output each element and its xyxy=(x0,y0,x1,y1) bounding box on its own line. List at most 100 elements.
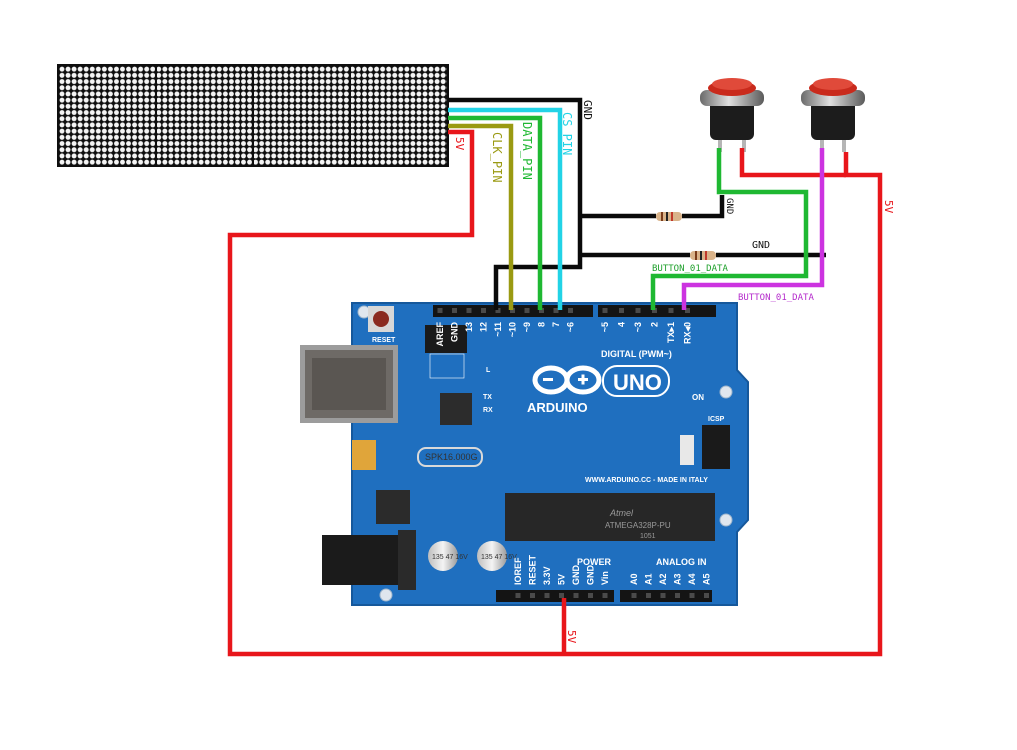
header-pin-hole xyxy=(437,308,443,313)
reset-label: RESET xyxy=(372,337,396,344)
push-button-2 xyxy=(801,78,865,152)
brand-label: ARDUINO xyxy=(527,400,588,415)
wire-5v-button1 xyxy=(739,148,846,178)
svg-text:135 47 16V: 135 47 16V xyxy=(481,554,517,561)
l-led-label: L xyxy=(486,367,491,374)
digital-header xyxy=(433,305,716,317)
label-5v-right: 5V xyxy=(882,200,895,214)
pin-label: Vin xyxy=(600,571,610,585)
pin-label: IOREF xyxy=(513,557,523,585)
capacitor-1: 135 47 16V xyxy=(428,541,468,571)
header-pin-hole xyxy=(515,593,521,598)
analog-header-label: ANALOG IN xyxy=(656,557,707,567)
atmega-chip: Atmel ATMEGA328P-PU 1051 xyxy=(505,493,715,541)
digital-header-label: DIGITAL (PWM~) xyxy=(601,349,672,359)
header-pin-hole xyxy=(452,308,457,313)
pin-label: A2 xyxy=(658,573,668,585)
usb-mcu-chip xyxy=(440,393,472,425)
icsp-label: ICSP xyxy=(708,416,725,423)
pin-label: A0 xyxy=(629,573,639,585)
svg-text:135 47 16V: 135 47 16V xyxy=(432,554,468,561)
label-button1-data: BUTTON_01_DATA xyxy=(652,264,728,274)
pin-label: 4 xyxy=(617,322,627,327)
pin-label: 13 xyxy=(464,322,474,332)
wire-button2-data xyxy=(681,148,825,310)
pin-label: A3 xyxy=(673,573,683,585)
crystal xyxy=(417,447,483,467)
pin-label: GND xyxy=(586,565,596,586)
svg-text:ATMEGA328P-PU: ATMEGA328P-PU xyxy=(605,521,671,530)
mount-hole xyxy=(719,385,733,399)
header-pin-hole xyxy=(559,593,564,598)
header-pin-hole xyxy=(481,308,486,313)
arduino-uno-board: RESET SPK16.000G 135 47 16V 135 47 16V xyxy=(300,302,749,606)
pin-label: 2 xyxy=(650,322,660,327)
wire-gnd-resistor1-button xyxy=(682,195,725,219)
label-gnd-button2: GND xyxy=(752,240,770,251)
header-pin-hole xyxy=(646,593,651,598)
pin-label: GND xyxy=(571,565,581,586)
header-pin-hole xyxy=(631,593,637,598)
pin-label: GND xyxy=(450,322,460,343)
pin-label: TX▸1 xyxy=(666,322,676,343)
label-button2-data: BUTTON_01_DATA xyxy=(738,293,814,303)
header-pin-hole xyxy=(685,308,690,313)
uno-badge xyxy=(602,365,670,397)
pin-label: ~9 xyxy=(522,322,532,332)
header-pin-hole xyxy=(530,593,535,598)
header-pin-hole xyxy=(704,593,709,598)
led-matrix-display xyxy=(57,64,449,167)
label-5v-bottom: 5V xyxy=(565,630,578,644)
header-pin-hole xyxy=(510,308,515,313)
mount-hole xyxy=(379,588,393,602)
svg-text:1051: 1051 xyxy=(640,533,656,540)
icsp-header-2 xyxy=(680,425,730,469)
header-pin-hole xyxy=(588,593,593,598)
header-pin-hole xyxy=(568,308,573,313)
svg-text:Atmel: Atmel xyxy=(609,508,634,518)
label-cs-pin: CS_PIN xyxy=(560,112,574,155)
header-pin-hole xyxy=(675,593,680,598)
usb-connector xyxy=(300,345,398,423)
header-pin-hole xyxy=(544,593,550,598)
header-pin-hole xyxy=(635,308,641,313)
pin-label: ~11 xyxy=(493,322,503,337)
pin-label: ~6 xyxy=(566,322,576,332)
tx-led-label: TX xyxy=(483,394,492,401)
pin-label: 12 xyxy=(479,322,489,332)
header-pin-hole xyxy=(524,308,530,313)
header-pin-hole xyxy=(689,593,695,598)
pin-label: 5V xyxy=(557,574,567,585)
push-button-1 xyxy=(700,78,764,152)
label-5v-matrix: 5V xyxy=(453,137,466,151)
power-header-label: POWER xyxy=(577,557,612,567)
wire-clk-pin xyxy=(448,123,514,310)
url-label: WWW.ARDUINO.CC - MADE IN ITALY xyxy=(585,477,708,484)
label-gnd-button1: GND xyxy=(724,198,734,214)
pin-label: ~3 xyxy=(633,322,643,332)
header-pin-hole xyxy=(539,308,544,313)
pin-label: A5 xyxy=(702,573,712,585)
rx-led-label: RX xyxy=(483,407,493,414)
header-pin-hole xyxy=(652,308,657,313)
header-pin-hole xyxy=(668,308,674,313)
pin-label: AREF xyxy=(435,321,445,346)
label-gnd-matrix: GND xyxy=(581,100,594,120)
header-pin-hole xyxy=(619,308,624,313)
label-clk-pin: CLK_PIN xyxy=(490,132,504,183)
reset-button xyxy=(368,306,394,332)
capacitor-2: 135 47 16V xyxy=(477,541,517,571)
header-pin-hole xyxy=(602,308,608,313)
wire-gnd-matrix xyxy=(448,97,583,310)
wire-cs-pin xyxy=(448,107,563,310)
header-pin-hole xyxy=(660,593,666,598)
header-pin-hole xyxy=(495,308,501,313)
wire-data-pin xyxy=(448,115,543,310)
mount-hole xyxy=(719,513,733,527)
header-pin-hole xyxy=(602,593,608,598)
pin-label: RX◂0 xyxy=(683,322,693,344)
icsp-header-1 xyxy=(425,325,467,379)
